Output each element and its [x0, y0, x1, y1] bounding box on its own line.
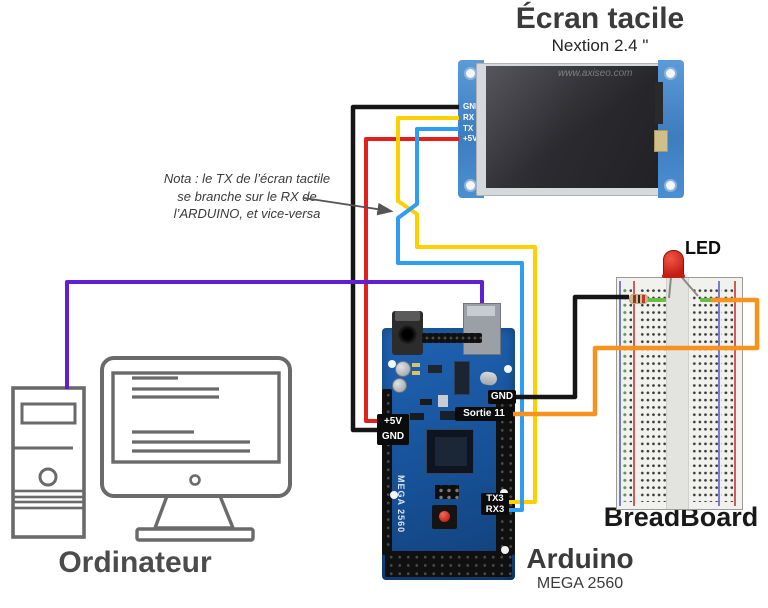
- led-caption: LED: [685, 238, 721, 258]
- pin-header-left: [382, 389, 392, 555]
- monitor-base: [135, 527, 255, 542]
- nextion-screen-module: GND RX TX +5V www.axiseo.com: [458, 60, 684, 198]
- mount-hole: [390, 491, 398, 499]
- arduino-subcaption: MEGA 2560: [536, 575, 624, 592]
- monitor-button: [189, 474, 201, 486]
- screen-subtitle: Nextion 2.4 ": [551, 36, 649, 55]
- rail-line-red: [734, 281, 736, 506]
- note-line-2: se branche sur le RX de: [177, 188, 317, 204]
- screen-pin-tx: TX: [463, 124, 474, 133]
- arduino-sortie11-label: Sortie 11: [455, 407, 513, 421]
- arduino-serial3-labels: TX3 RX3: [481, 493, 509, 515]
- rail-line-red: [633, 281, 635, 506]
- screen-pcb-right-strip: [658, 60, 684, 198]
- arduino-caption: Arduino: [526, 543, 634, 574]
- tower-case: [11, 386, 86, 539]
- rail-line-blue: [718, 281, 720, 506]
- resistor-band: [642, 295, 645, 303]
- silkscreen-mega2560: MEGA 2560: [396, 475, 406, 534]
- screen-pin-gnd: GND: [463, 102, 481, 111]
- capacitor: [392, 378, 407, 393]
- arduino-gnd-label: GND: [488, 390, 516, 404]
- tower-power-button: [38, 467, 58, 487]
- reset-button: [432, 505, 457, 529]
- computer-caption: Ordinateur: [58, 546, 212, 579]
- pin-header-top: [422, 333, 482, 343]
- screen-watermark: www.axiseo.com: [558, 68, 633, 79]
- screen-pin-rx: RX: [463, 113, 475, 122]
- terminal-holes-right: [690, 285, 718, 502]
- connected-row-highlight: [700, 298, 714, 302]
- monitor-stand: [152, 494, 236, 530]
- resistor: [629, 294, 648, 304]
- screen-mount-hole: [464, 179, 477, 192]
- mount-hole: [388, 360, 396, 368]
- screen-lcd: [486, 66, 658, 188]
- monitor-text-lines: [132, 376, 250, 453]
- screen-mount-hole: [664, 179, 677, 192]
- screen-mount-hole: [664, 67, 677, 80]
- smd-component: [412, 371, 420, 375]
- screen-title: Écran tacile: [515, 2, 685, 35]
- mount-hole: [501, 546, 509, 554]
- arduino-usb-connector: [463, 303, 501, 355]
- usb-chip: [454, 361, 470, 395]
- capacitor: [395, 361, 411, 377]
- smd-component: [410, 413, 424, 420]
- monitor-screen: [111, 371, 281, 464]
- mega2560-chip: [426, 429, 474, 474]
- screen-mount-hole: [464, 67, 477, 80]
- note-text: Nota : le TX de l’écran tactile se branc…: [148, 170, 346, 223]
- computer-drawing: [11, 356, 292, 542]
- arduino-gnd2-label: GND: [381, 431, 405, 442]
- tower-vent-slot: [11, 500, 86, 510]
- pin-header-bottom: [385, 551, 512, 577]
- icsp-header: [435, 485, 459, 499]
- note-line-1: Nota : le TX de l’écran tactile: [163, 171, 331, 186]
- smd-component: [412, 363, 420, 367]
- arduino-tx3-label: TX3: [486, 493, 504, 504]
- mount-hole: [504, 365, 512, 373]
- resistor-band: [637, 295, 640, 303]
- smd-component: [438, 395, 448, 407]
- wire-arduino-gnd-to-breadboard-black: [513, 294, 629, 400]
- connected-row-highlight: [645, 298, 666, 302]
- smd-component: [428, 365, 442, 373]
- breadboard: [616, 277, 743, 510]
- screen-connector: [654, 130, 668, 152]
- arduino-5v-label: +5V: [383, 416, 403, 427]
- smd-component: [420, 399, 432, 405]
- tower-drive-bay: [20, 402, 77, 425]
- resistor-band: [633, 295, 636, 303]
- note-line-3: l’ARDUINO, et vice-versa: [173, 206, 321, 221]
- arduino-power-jack: [392, 311, 423, 355]
- center-channel: [666, 278, 689, 509]
- led: [662, 250, 685, 278]
- screen-flex-cable: [655, 82, 663, 124]
- arduino-rx3-label: RX3: [485, 504, 505, 515]
- rail-holes: [727, 285, 733, 502]
- rail-holes: [626, 285, 632, 502]
- tower-vent-slot: [11, 489, 86, 499]
- arduino-power-labels: +5V GND: [377, 414, 409, 445]
- terminal-holes-left: [638, 285, 666, 502]
